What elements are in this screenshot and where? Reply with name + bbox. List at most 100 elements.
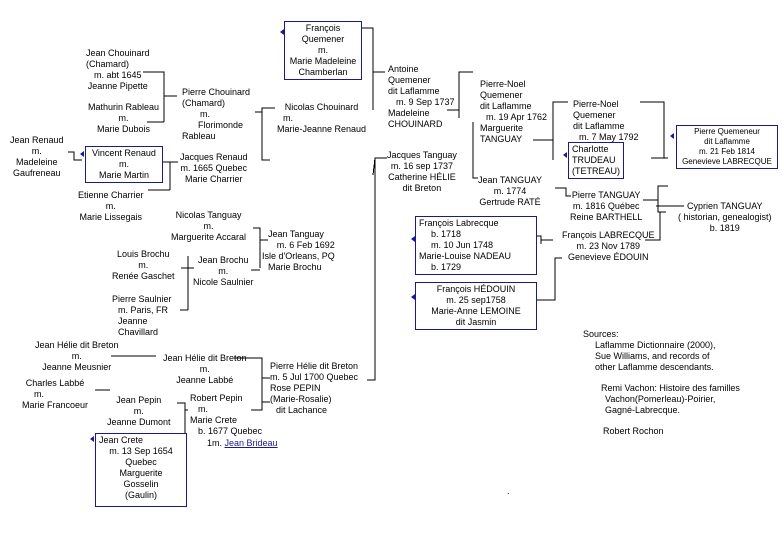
francois-hedouin-line-3: Marie-Anne LEMOINE	[431, 306, 521, 316]
node-pierre-helie: Pierre Hélie dit Breton m. 5 Jul 1700 Qu…	[270, 361, 358, 416]
francois-quemener-arrow-icon[interactable]	[280, 29, 284, 35]
pierre-tanguay-line-2: m. 1816 Québec	[572, 201, 640, 211]
jean-crete-line-4: Marguerite	[119, 468, 163, 478]
pierre-saulnier-line-4: Chavillard	[118, 327, 159, 337]
pierre-quemeneur-arrow-icon[interactable]	[670, 133, 674, 139]
louis-brochu-line-2: m.	[138, 260, 149, 270]
pierre-tanguay-line-1: Pierre TANGUAY	[571, 190, 641, 200]
node-cyprien-tanguay: Cyprien TANGUAY ( historian, genealogist…	[678, 201, 772, 234]
nicolas-chouinard-line-1: Nicolas Chouinard	[284, 102, 359, 112]
sources-block-3: Robert Rochon	[603, 426, 664, 436]
etienne-line-2: m.	[105, 201, 116, 211]
node-jean-helie-1: Jean Hélie dit Breton m. Jeanne Meusnier	[35, 340, 119, 373]
charles-labbe-line-3: Marie Francoeur	[22, 400, 89, 410]
jean-crete-line-6: (Gaulin)	[124, 490, 157, 500]
pierre-noel-1792-line-1: Pierre-Noel	[573, 99, 619, 109]
jean-crete-line-3: Quebec	[125, 457, 157, 467]
pierre-noel-1762-line-1: Pierre-Noel	[480, 79, 526, 89]
node-robert-pepin: Robert Pepin m. Marie Crete b. 1677 Queb…	[190, 393, 262, 437]
jean-helie-2-line-1: Jean Hélie dit Breton	[163, 353, 247, 363]
francois-hedouin-arrow-icon[interactable]	[411, 294, 415, 300]
jean-chouinard-line-3: m. abt 1645	[94, 70, 142, 80]
jean-chouinard-line-4: Jeanne Pipette	[87, 81, 148, 91]
jean-renaud-line-1: Jean Renaud	[10, 135, 64, 145]
jean-helie-1-line-1: Jean Hélie dit Breton	[35, 340, 119, 350]
mathurin-line-1: Mathurin Rableau	[88, 102, 160, 112]
louis-brochu-line-3: Renée Gaschet	[112, 271, 175, 281]
node-francois-labrecque: François Labrecque b. 1718 m. 10 Jun 174…	[415, 216, 537, 275]
antoine-line-5: Madeleine	[388, 108, 430, 118]
etienne-line-3: Marie Lissegais	[79, 212, 143, 222]
node-nicolas-tanguay: Nicolas Tanguay m. Marguerite Accaral	[171, 210, 246, 243]
node-jean-pepin: Jean Pepin m. Jeanne Dumont	[107, 395, 171, 428]
node-etienne-charrier: Etienne Charrier m. Marie Lissegais	[78, 190, 144, 223]
node-jean-tanguay-1774: Jean TANGUAY m. 1774 Gertrude RATÉ	[478, 175, 542, 208]
robert-pepin-line-4: b. 1677 Quebec	[198, 426, 263, 436]
node-francois-quemener: François Quemener m. Marie Madeleine Cha…	[284, 21, 362, 80]
node-jacques-renaud: Jacques Renaud m. 1665 Quebec Marie Char…	[180, 152, 248, 185]
pierre-saulnier-line-3: Jeanne	[118, 316, 148, 326]
jean-helie-2-line-2: m.	[199, 364, 210, 374]
node-francois-hedouin: François HÉDOUIN m. 25 sep1758 Marie-Ann…	[415, 282, 537, 330]
charlotte-arrow-icon[interactable]	[563, 152, 567, 158]
vincent-renaud-arrow-icon[interactable]	[80, 151, 84, 157]
cyprien-line-2: ( historian, genealogist)	[678, 212, 772, 222]
francois-quemener-line-5: Chamberlan	[298, 67, 348, 77]
jean-brideau-link[interactable]: Jean Brideau	[224, 438, 278, 448]
node-jean-brochu: Jean Brochu m. Nicole Saulnier	[193, 255, 254, 288]
robert-pepin-line-3: Marie Crete	[190, 415, 238, 425]
francois-quemener-line-3: m.	[318, 45, 328, 55]
stray-dot: .	[507, 486, 510, 496]
node-jean-tanguay-1692: Jean Tanguay m. 6 Feb 1692 Isle d'Orlean…	[262, 229, 335, 273]
jean-renaud-line-3: Madeleine	[16, 157, 58, 167]
jean-brochu-line-3: Nicole Saulnier	[193, 277, 254, 287]
jean-crete-line-2: m. 13 Sep 1654	[109, 446, 173, 456]
pierre-noel-1792-line-3: dit Laflamme	[573, 121, 625, 131]
antoine-line-1: Antoine	[388, 64, 419, 74]
node-robert-pepin-first-marriage: 1m. Jean Brideau	[207, 438, 278, 449]
sources-block-2-line-3: Gagné-Labrecque.	[605, 405, 681, 415]
charlotte-line-3: (TETREAU)	[572, 166, 620, 176]
node-francois-labrecque-1789: François LABRECQUE m. 23 Nov 1789 Genevi…	[562, 230, 655, 263]
jacques-tanguay-line-4: dit Breton	[402, 183, 442, 193]
jacques-tanguay-line-2: m. 16 sep 1737	[390, 161, 453, 171]
jean-crete-line-1: Jean Crete	[99, 435, 144, 445]
jacques-tanguay-line-3: Catherine HÉLIE	[388, 172, 456, 182]
pierre-chouinard-line-1: Pierre Chouinard	[182, 87, 251, 97]
sources-section: Sources: Laflamme Dictionnaire (2000), S…	[583, 329, 740, 437]
vincent-line-2: m.	[119, 159, 129, 169]
node-pierre-saulnier: Pierre Saulnier m. Paris, FR Jeanne Chav…	[112, 294, 172, 338]
pierre-saulnier-line-2: m. Paris, FR	[118, 305, 169, 315]
node-vincent-renaud: Vincent Renaud m. Marie Martin	[85, 146, 163, 183]
node-pierre-tanguay: Pierre TANGUAY m. 1816 Québec Reine BART…	[570, 190, 642, 223]
node-pierre-chouinard: Pierre Chouinard (Chamard) m. Florimonde…	[182, 87, 250, 142]
nicolas-tanguay-line-3: Marguerite Accaral	[171, 232, 247, 242]
node-charlotte-trudeau: Charlotte TRUDEAU (TETREAU)	[568, 142, 624, 179]
jacques-renaud-line-2: m. 1665 Quebec	[180, 163, 248, 173]
robert-pepin-line-2: m.	[198, 404, 208, 414]
jean-pepin-line-2: m.	[133, 406, 144, 416]
jean-helie-1-line-2: m.	[71, 351, 82, 361]
pierre-helie-line-1: Pierre Hélie dit Breton	[270, 361, 359, 371]
jacques-tanguay-line-1: Jacques Tanguay	[387, 150, 457, 160]
jean-crete-arrow-icon[interactable]	[90, 436, 94, 442]
charlotte-line-1: Charlotte	[572, 144, 609, 154]
node-louis-brochu: Louis Brochu m. Renée Gaschet	[112, 249, 175, 282]
pierre-helie-line-4: (Marie-Rosalie)	[270, 394, 332, 404]
sources-block-2: Remi Vachon: Histoire des familles Vacho…	[583, 383, 740, 416]
jean-tanguay-1774-line-1: Jean TANGUAY	[478, 175, 543, 185]
node-pierre-noel-1762: Pierre-Noel Quemener dit Laflamme m. 19 …	[480, 79, 547, 145]
pierre-noel-1762-line-3: dit Laflamme	[480, 101, 532, 111]
jean-tanguay-1692-line-4: Marie Brochu	[268, 262, 322, 272]
sources-block-1: Laflamme Dictionnaire (2000), Sue Willia…	[583, 340, 740, 373]
sources-block-2-line-2: Vachon(Pomerleau)-Poirier,	[605, 394, 716, 404]
charles-labbe-line-2: m.	[34, 389, 44, 399]
antoine-line-2: Quemener	[388, 75, 431, 85]
mathurin-line-3: Marie Dubois	[97, 124, 151, 134]
francois-labrecque-arrow-icon[interactable]	[411, 236, 415, 242]
jean-renaud-line-2: m.	[31, 146, 42, 156]
pierre-helie-line-3: Rose PEPIN	[270, 383, 321, 393]
node-jean-crete: Jean Crete m. 13 Sep 1654 Quebec Marguer…	[95, 433, 187, 507]
francois-quemener-line-2: Quemener	[301, 34, 345, 44]
